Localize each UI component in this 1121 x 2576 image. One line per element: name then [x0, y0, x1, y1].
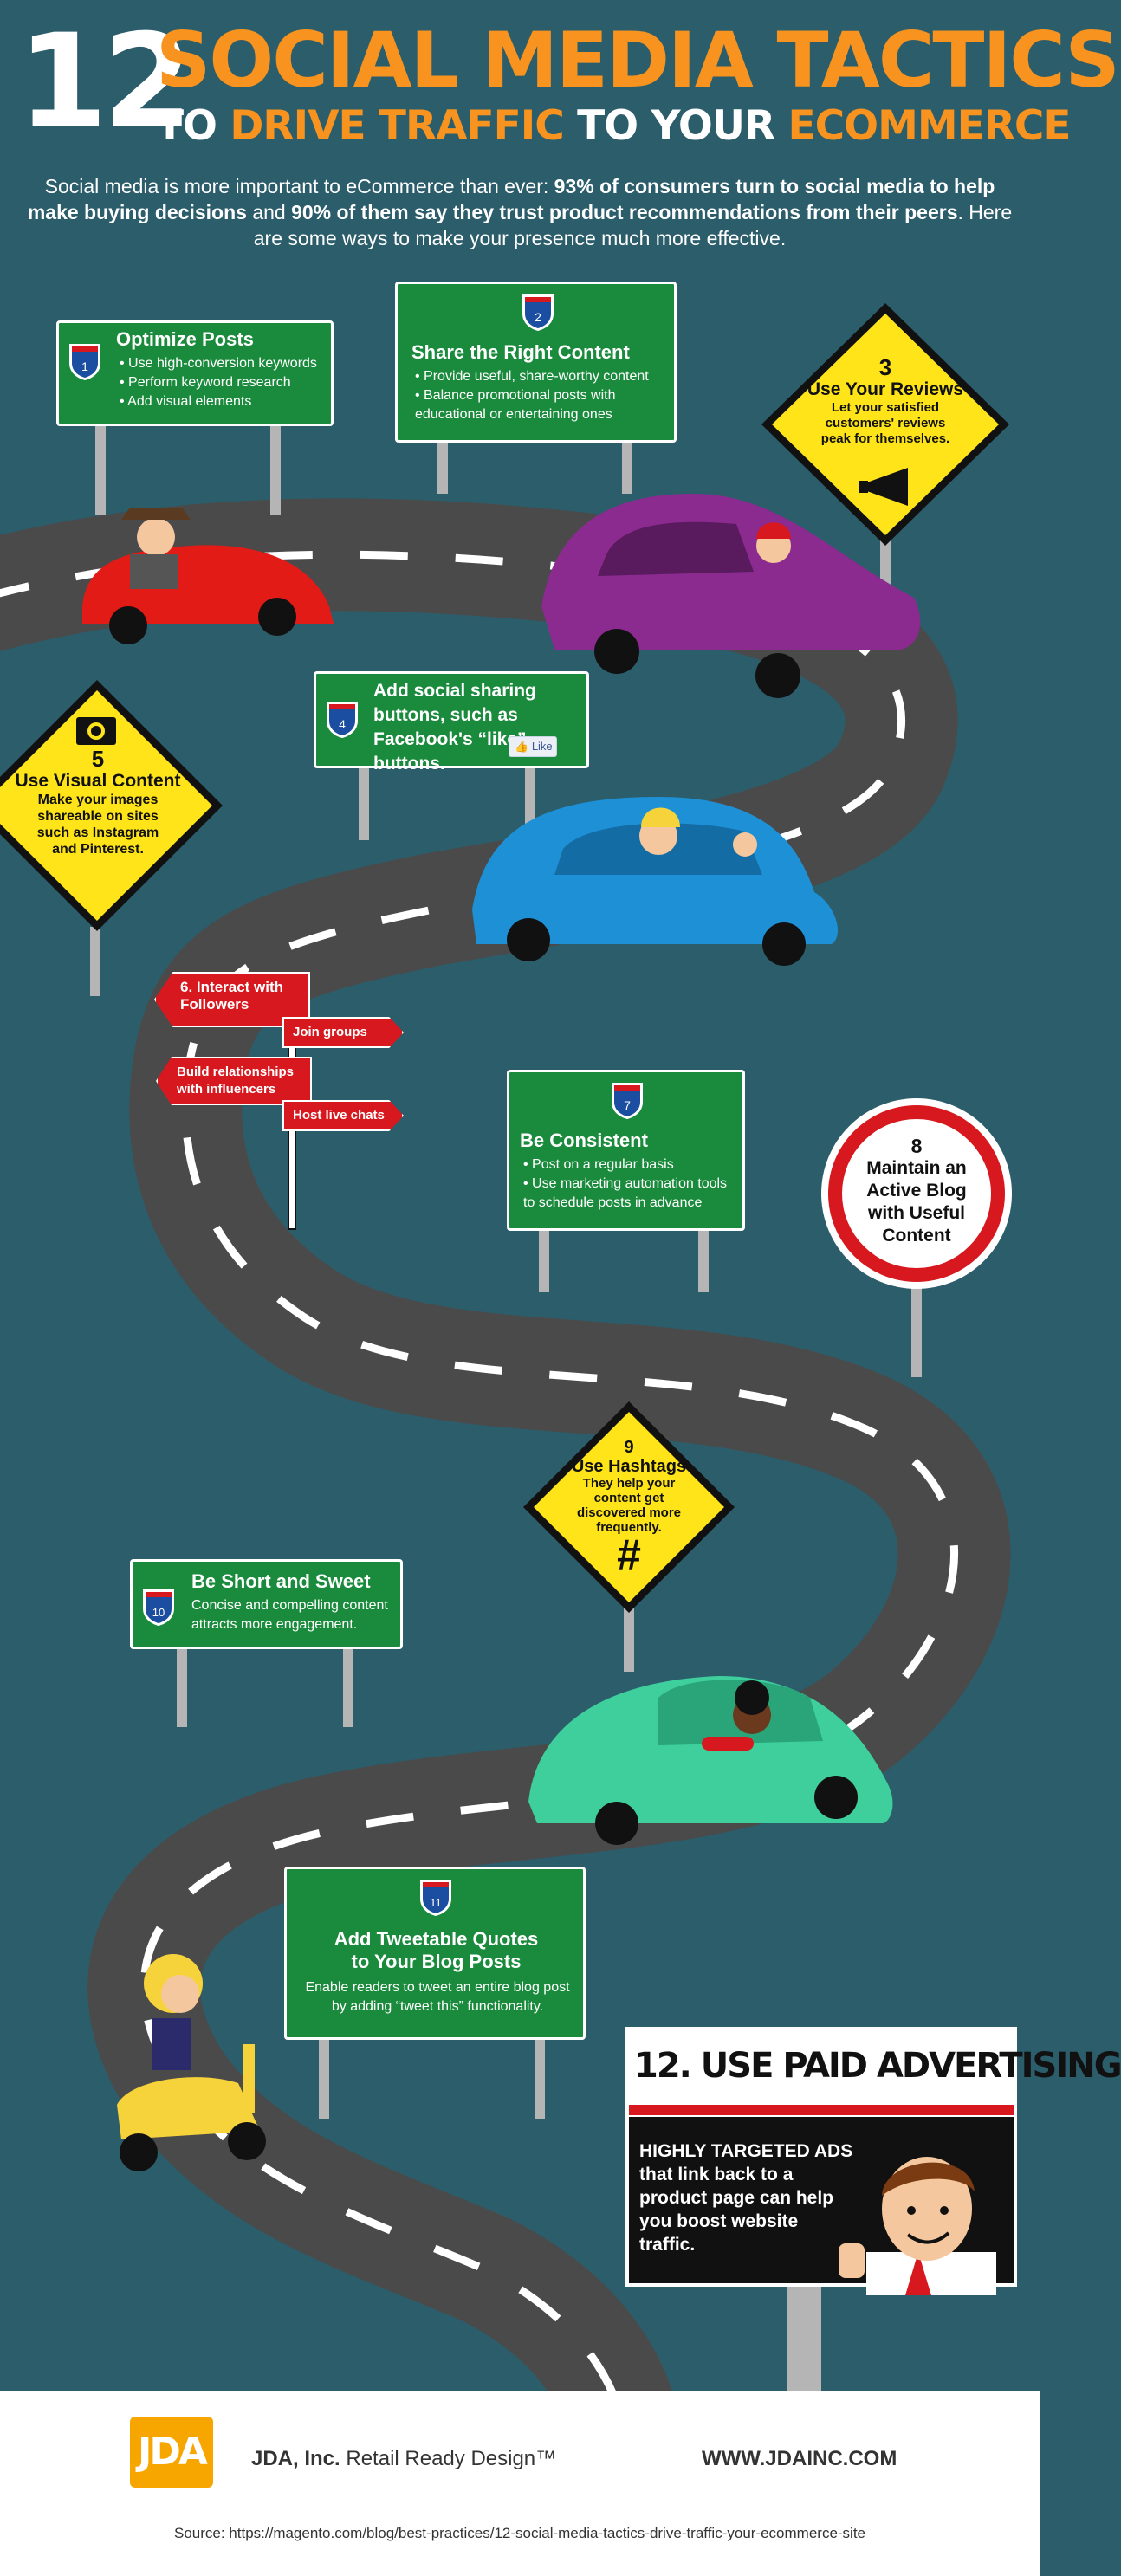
tactic-1-title: Optimize Posts	[116, 328, 254, 350]
jda-logo: JDA	[130, 2417, 213, 2488]
sign-posts	[90, 420, 922, 2391]
tactic-4-sign: 4 Add social sharing buttons, such as Fa…	[314, 671, 589, 773]
tactic-6-arrow-join: Join groups	[282, 1017, 404, 1048]
tactic-1-number: 1	[81, 359, 88, 373]
tactic-4-title: Add social sharing buttons, such as Face…	[373, 681, 536, 773]
company-name: JDA, Inc. Retail Ready Design™	[251, 2447, 557, 2470]
tactic-5-desc: Make your images shareable on sites such…	[36, 793, 159, 857]
tactic-2-number: 2	[535, 310, 541, 324]
camera-icon	[76, 717, 116, 745]
tactic-8-title: Maintain an Active Blog with Useful Cont…	[866, 1158, 967, 1246]
businessman-illustration	[839, 2157, 996, 2295]
list-item: Post on a regular basis	[523, 1155, 740, 1175]
tactic-5-number: 5	[91, 746, 105, 772]
tactic-5-title: Use Visual Content	[15, 771, 181, 791]
tactic-3-title: Use Your Reviews	[807, 379, 964, 399]
facebook-like-button[interactable]: 👍 Like	[509, 736, 557, 757]
tactic-10-desc: Concise and compelling content attracts …	[191, 1598, 388, 1632]
title-line-2: TO DRIVE TRAFFIC TO YOUR ECOMMERCE	[156, 102, 1072, 150]
like-label: Like	[531, 740, 553, 753]
green-car	[528, 1676, 893, 1845]
road-illustration	[0, 303, 1012, 2441]
interstate-shield-icon: 1	[69, 344, 100, 380]
interstate-shield-icon: 4	[327, 702, 358, 738]
tactic-6-arrow-influencers: Build relationships with influencers	[156, 1057, 312, 1105]
tactic-1-list: Use high-conversion keywords Perform key…	[120, 354, 327, 411]
yellow-sign-3	[761, 303, 1009, 546]
yellow-scooter	[117, 1954, 266, 2171]
red-car	[82, 508, 334, 644]
tactic-2-title: Share the Right Content	[411, 341, 630, 363]
tactic-12-desc: HIGHLY TARGETED ADS that link back to a …	[639, 2141, 853, 2255]
title-number: 12	[17, 7, 193, 158]
source-citation: Source: https://magento.com/blog/best-pr…	[173, 2525, 866, 2541]
tactic-10-title: Be Short and Sweet	[191, 1570, 371, 1592]
list-item: Use high-conversion keywords	[120, 354, 327, 373]
tactic-2-sign: 2 Share the Right Content Provide useful…	[395, 282, 677, 443]
tactic-6-title: Interact with Followers	[180, 979, 284, 1013]
list-item: Provide useful, share-worthy content	[415, 367, 671, 386]
interstate-shield-icon: 7	[612, 1083, 643, 1119]
tactic-10-number: 10	[152, 1606, 165, 1619]
tactic-6-arrow-live-chats: Host live chats	[282, 1100, 404, 1131]
tactic-7-number: 7	[624, 1098, 631, 1112]
tactic-1-sign: 1 Optimize Posts Use high-conversion key…	[56, 320, 334, 426]
tactic-9-title: Use Hashtags	[571, 1457, 687, 1476]
tactic-7-sign: 7 Be Consistent Post on a regular basis …	[507, 1070, 745, 1231]
tactic-5-text: 5 Use Visual Content Make your images sh…	[5, 747, 191, 858]
yellow-sign-5	[0, 680, 223, 931]
list-item: Balance promotional posts with education…	[415, 386, 671, 424]
blue-car	[472, 797, 839, 966]
infographic: 12 SOCIAL MEDIA TACTICS TO DRIVE TRAFFIC…	[0, 0, 1040, 2576]
interstate-shield-icon: 10	[143, 1589, 174, 1626]
tactic-9-number: 9	[624, 1438, 634, 1457]
billboard-header-bg	[629, 2030, 1014, 2117]
tactic-12-title: 12. USE PAID ADVERTISING	[634, 2046, 1121, 2086]
interstate-shield-icon: 2	[522, 294, 554, 331]
list-item: Perform keyword research	[120, 373, 327, 392]
facebook-like-icon: 👍	[515, 740, 532, 753]
billboard-red-stripe	[629, 2105, 1014, 2115]
tactic-6-main-arrow: 6. Interact with Followers	[154, 972, 310, 1027]
red-round-sign-8	[821, 1098, 1012, 1289]
tactic-11-sign: 11 Add Tweetable Quotes to Your Blog Pos…	[284, 1867, 586, 2040]
tactic-9-desc: They help your content get discovered mo…	[576, 1476, 682, 1535]
company-url-link[interactable]: WWW.JDAINC.COM	[702, 2447, 897, 2470]
tactic-3-number: 3	[878, 354, 892, 380]
tactic-9-text: 9 Use Hashtags They help your content ge…	[551, 1438, 707, 1579]
tactic-2-list: Provide useful, share-worthy content Bal…	[415, 367, 671, 424]
megaphone-icon	[859, 468, 908, 506]
title-line-1: SOCIAL MEDIA TACTICS	[156, 16, 1120, 105]
intro-paragraph: Social media is more important to eComme…	[27, 175, 1013, 249]
interstate-shield-icon: 11	[420, 1880, 451, 1916]
hashtag-icon: #	[617, 1531, 641, 1579]
list-item: Use marketing automation tools to schedu…	[523, 1175, 740, 1213]
tactic-3-text: 3 Use Your Reviews Let your satisfied cu…	[799, 355, 972, 447]
tactic-6-number: 6.	[180, 979, 193, 995]
tactic-11-title: Add Tweetable Quotes to Your Blog Posts	[334, 1928, 539, 1972]
tactic-8-text: 8 Maintain an Active Blog with Useful Co…	[847, 1135, 986, 1247]
tactic-7-title: Be Consistent	[520, 1129, 648, 1151]
tactic-8-number: 8	[910, 1135, 923, 1157]
tactic-3-desc: Let your satisfied customers' reviews pe…	[820, 400, 950, 446]
tactic-7-list: Post on a regular basis Use marketing au…	[523, 1155, 740, 1213]
purple-car	[541, 494, 921, 698]
tactic-11-desc: Enable readers to tweet an entire blog p…	[305, 1980, 570, 2014]
tactic-10-sign: 10 Be Short and Sweet Concise and compel…	[130, 1559, 403, 1649]
tactic-4-number: 4	[339, 717, 346, 731]
list-item: Add visual elements	[120, 392, 327, 411]
yellow-sign-9	[523, 1401, 735, 1613]
tactic-11-number: 11	[430, 1896, 442, 1909]
